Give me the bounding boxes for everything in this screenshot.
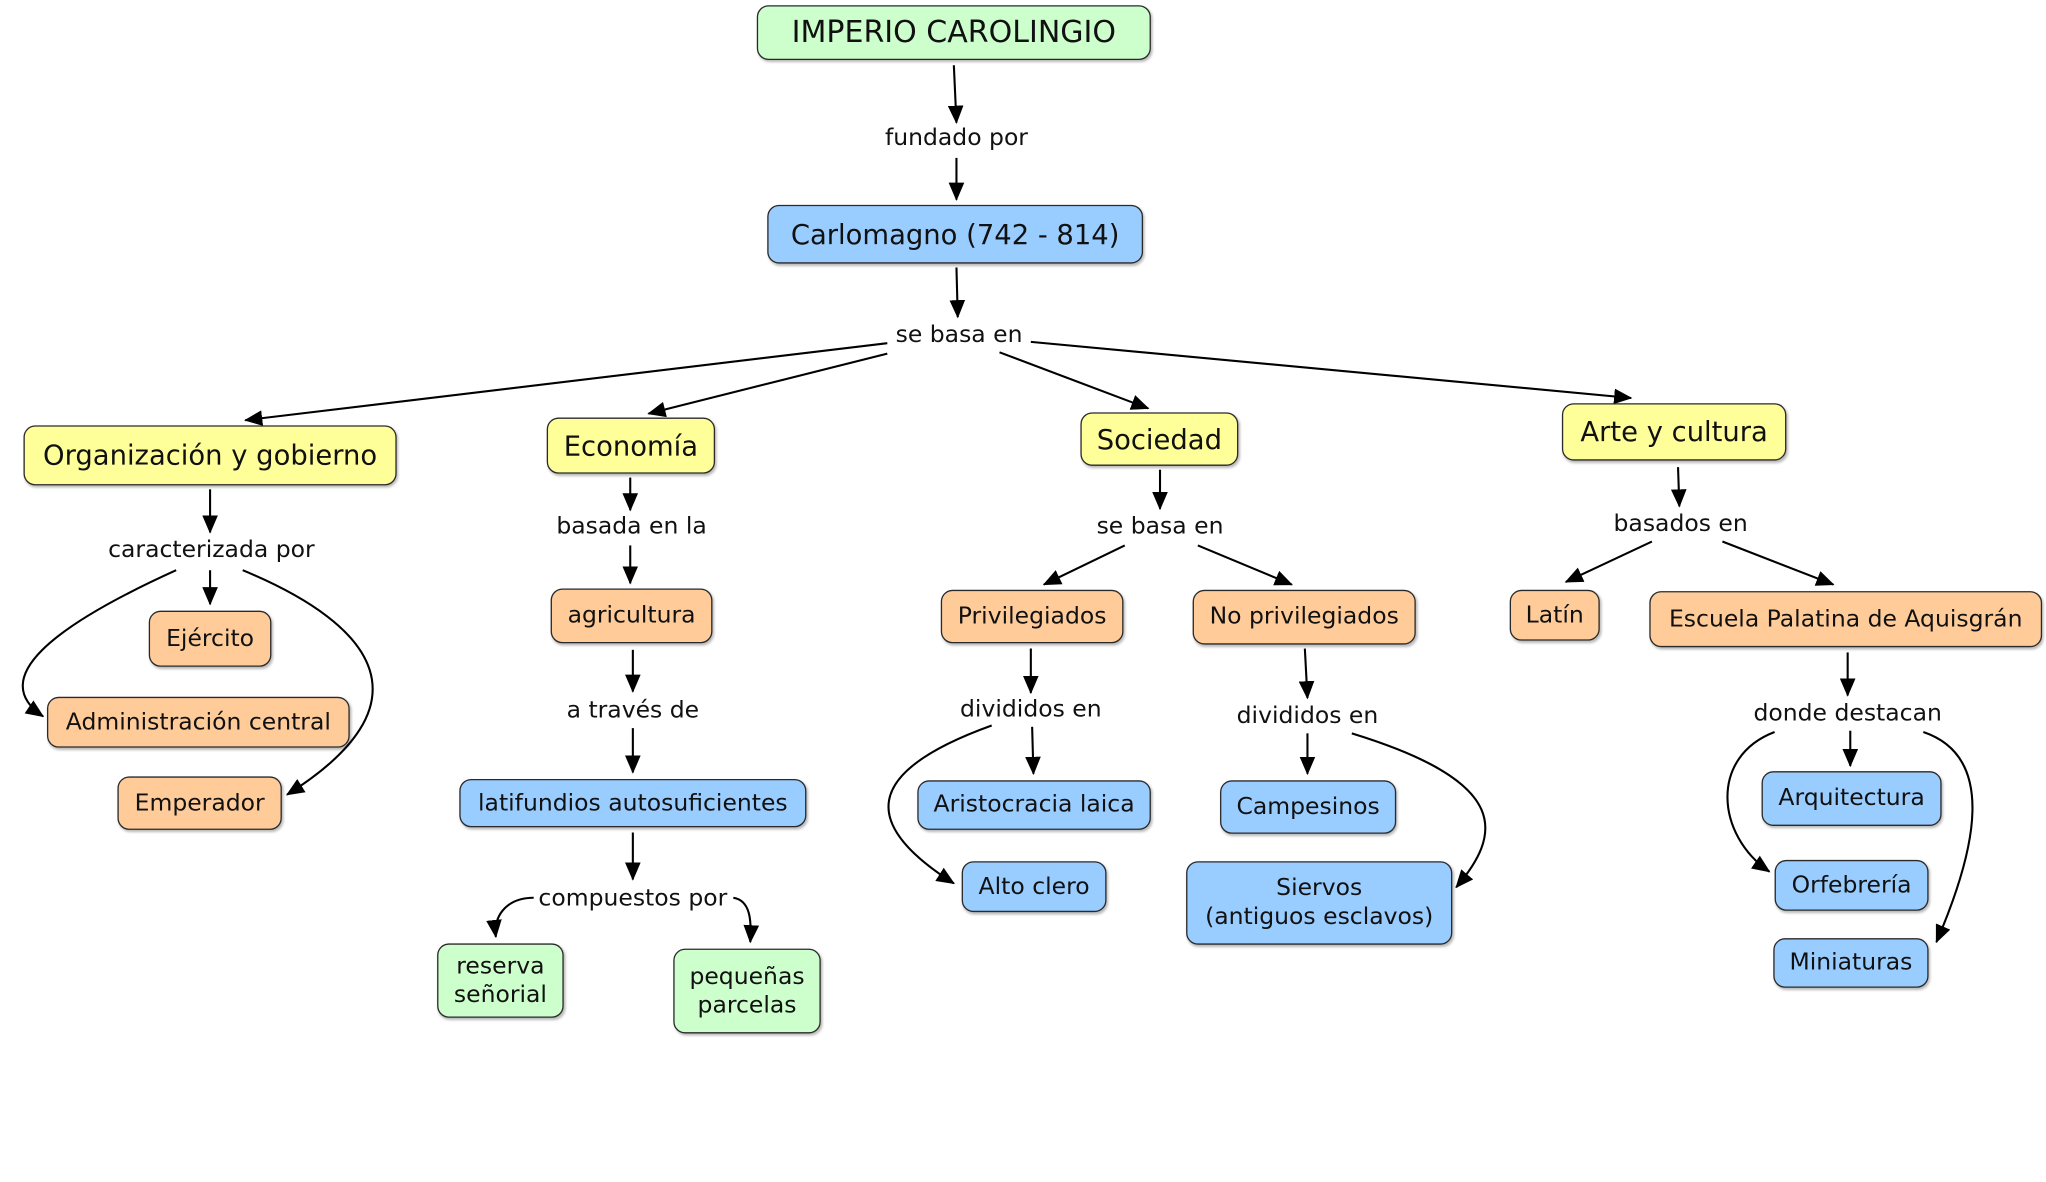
concept-label: agricultura: [567, 601, 696, 629]
link-compuestos-por: compuestos por: [535, 884, 730, 914]
concept-label-line-1: pequeñas: [689, 962, 805, 990]
arrow-imperio-to-fundado-por: [947, 65, 964, 124]
concept-privilegiados: Privilegiados: [940, 589, 1124, 644]
concept-label: Emperador: [134, 788, 265, 817]
concept-label-line-2: (antiguos esclavos): [1205, 902, 1434, 931]
concept-latifundios-autosuficientes: latifundios autosuficientes: [459, 778, 807, 828]
concept-latin: Latín: [1509, 589, 1600, 641]
arrow-se-basa-en-to-no-privilegiados: [1197, 544, 1294, 586]
link-basada-en-la: basada en la: [553, 512, 710, 542]
arrow-caracterizada-por-to-administracion: [21, 569, 177, 718]
concept-label: Aristocracia laica: [933, 790, 1135, 819]
concept-alto-clero: Alto clero: [961, 861, 1107, 913]
concept-label: Carlomagno (742 - 814): [790, 218, 1120, 250]
concept-escuela-palatina: Escuela Palatina de Aquisgrán: [1649, 591, 2043, 648]
concept-orfebreria: Orfebrería: [1774, 859, 1929, 911]
link-donde-destacan: donde destacan: [1750, 699, 1945, 729]
concept-label: Ejército: [166, 624, 255, 652]
arrow-no-privilegiados-to-divididos-en: [1298, 648, 1315, 700]
concept-label-line-2: parcelas: [697, 991, 797, 1019]
arrow-basados-en-to-latin: [1564, 540, 1653, 583]
concept-arte-y-cultura: Arte y cultura: [1561, 403, 1787, 461]
concept-label: No privilegiados: [1209, 602, 1399, 631]
concept-organizacion-y-gobierno: Organización y gobierno: [23, 425, 397, 486]
arrow-se-basa-en-to-sociedad: [999, 351, 1150, 410]
concept-label: Escuela Palatina de Aquisgrán: [1668, 604, 2023, 633]
concept-label: Latín: [1525, 600, 1584, 629]
concept-carlomagno: Carlomagno (742 - 814): [767, 204, 1144, 264]
arrow-caracterizada-por-to-emperador: [242, 569, 374, 796]
link-se-basa-en-sociedad: se basa en: [1093, 512, 1227, 542]
concept-label: Campesinos: [1236, 792, 1380, 821]
arrow-donde-destacan-to-miniaturas: [1923, 731, 1974, 944]
arrow-se-basa-en-to-economia: [647, 352, 888, 418]
arrow-arte-to-basados-en: [1670, 467, 1687, 508]
arrow-se-basa-en-to-privilegiados: [1042, 544, 1126, 586]
link-a-traves-de: a través de: [563, 696, 702, 726]
concept-sociedad: Sociedad: [1080, 412, 1239, 466]
concept-pequenas-parcelas: pequeñas parcelas: [673, 948, 821, 1034]
concept-agricultura: agricultura: [550, 588, 713, 644]
arrow-carlomagno-to-se-basa-en: [949, 267, 966, 319]
concept-label: Arte y cultura: [1580, 416, 1768, 448]
concept-label: Economía: [563, 429, 699, 462]
concept-label-line-1: reserva: [456, 951, 545, 980]
concept-label: Organización y gobierno: [43, 439, 378, 472]
concept-miniaturas: Miniaturas: [1773, 938, 1929, 988]
concept-label: IMPERIO CAROLINGIO: [791, 15, 1117, 50]
arrow-se-basa-en-to-organizacion: [244, 342, 888, 426]
link-divididos-en-no-privilegiados: divididos en: [1234, 702, 1381, 731]
link-se-basa-en-main: se basa en: [893, 320, 1026, 350]
concept-campesinos: Campesinos: [1220, 780, 1397, 834]
concept-label: Administración central: [65, 707, 331, 736]
link-basados-en: basados en: [1610, 510, 1751, 539]
concept-label-line-2: señorial: [453, 980, 547, 1008]
concept-imperio-carolingio: IMPERIO CAROLINGIO: [756, 5, 1151, 61]
concept-label: Privilegiados: [957, 602, 1107, 630]
concept-label: Miniaturas: [1789, 948, 1913, 977]
arrow-divididos-en-to-alto-clero: [887, 724, 993, 885]
arrow-compuestos-por-to-reserva: [486, 896, 534, 939]
concept-label: Alto clero: [978, 872, 1090, 900]
concept-reserva-senorial: reserva señorial: [437, 943, 564, 1018]
arrow-basados-en-to-escuela: [1722, 540, 1835, 586]
concept-label: Sociedad: [1096, 423, 1222, 455]
arrow-se-basa-en-to-arte: [1030, 340, 1633, 405]
concept-no-privilegiados: No privilegiados: [1192, 589, 1416, 645]
link-divididos-en-privilegiados: divididos en: [957, 695, 1105, 725]
arrow-divididos-en-to-aristocracia: [1025, 726, 1041, 776]
concept-siervos: Siervos (antiguos esclavos): [1186, 861, 1453, 945]
concept-ejercito: Ejército: [148, 610, 272, 667]
concept-arquitectura: Arquitectura: [1761, 771, 1942, 826]
link-fundado-por: fundado por: [882, 123, 1031, 153]
arrow-divididos-en-to-siervos: [1351, 732, 1487, 889]
concept-economia: Economía: [546, 417, 716, 474]
concept-label-line-1: Siervos: [1276, 874, 1363, 902]
concept-aristocracia-laica: Aristocracia laica: [917, 780, 1151, 830]
concept-label: Orfebrería: [1791, 870, 1912, 899]
arrow-compuestos-por-to-pequenas: [733, 896, 760, 944]
concept-label: Arquitectura: [1778, 784, 1925, 812]
concept-administracion-central: Administración central: [46, 696, 350, 748]
concept-emperador: Emperador: [117, 776, 282, 830]
concept-label: latifundios autosuficientes: [478, 788, 788, 817]
arrow-donde-destacan-to-orfebreria: [1726, 731, 1775, 873]
link-caracterizada-por: caracterizada por: [105, 536, 318, 566]
